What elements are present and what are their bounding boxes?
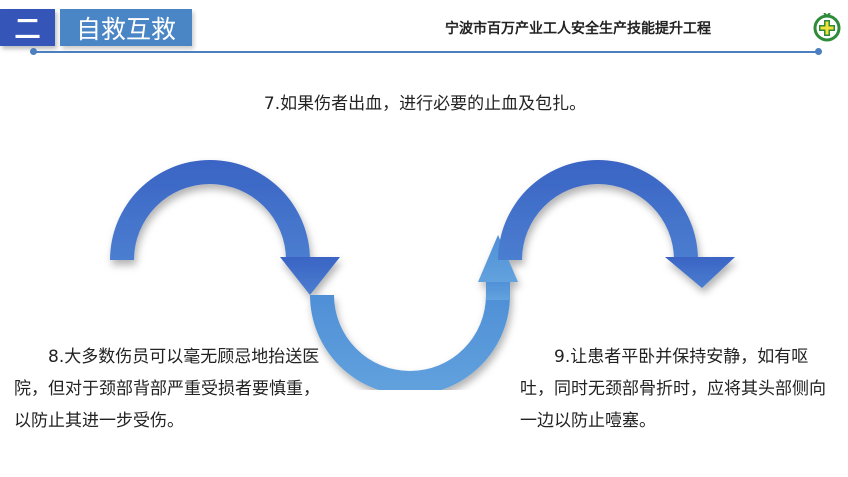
wave-arrow-icon: [110, 160, 735, 390]
header-divider-dot-right: [815, 48, 822, 55]
header-divider-dot-left: [30, 48, 37, 55]
step-7-text: 7.如果伤者出血，进行必要的止血及包扎。: [263, 94, 587, 114]
header-divider: [34, 51, 820, 53]
step-8-text: 8.大多数伤员可以毫无顾忌地抬送医院，但对于颈部背部严重受损者要慎重，以防止其进…: [14, 347, 320, 431]
step-9-text: 9.让患者平卧并保持安静，如有呕吐，同时无颈部骨折时，应将其头部侧向一边以防止噎…: [520, 347, 826, 431]
section-number-badge: 二: [0, 9, 55, 46]
green-cross-shield-icon: [813, 13, 841, 42]
organization-name: 宁波市百万产业工人安全生产技能提升工程: [445, 21, 711, 37]
section-title: 自救互救: [60, 9, 192, 46]
